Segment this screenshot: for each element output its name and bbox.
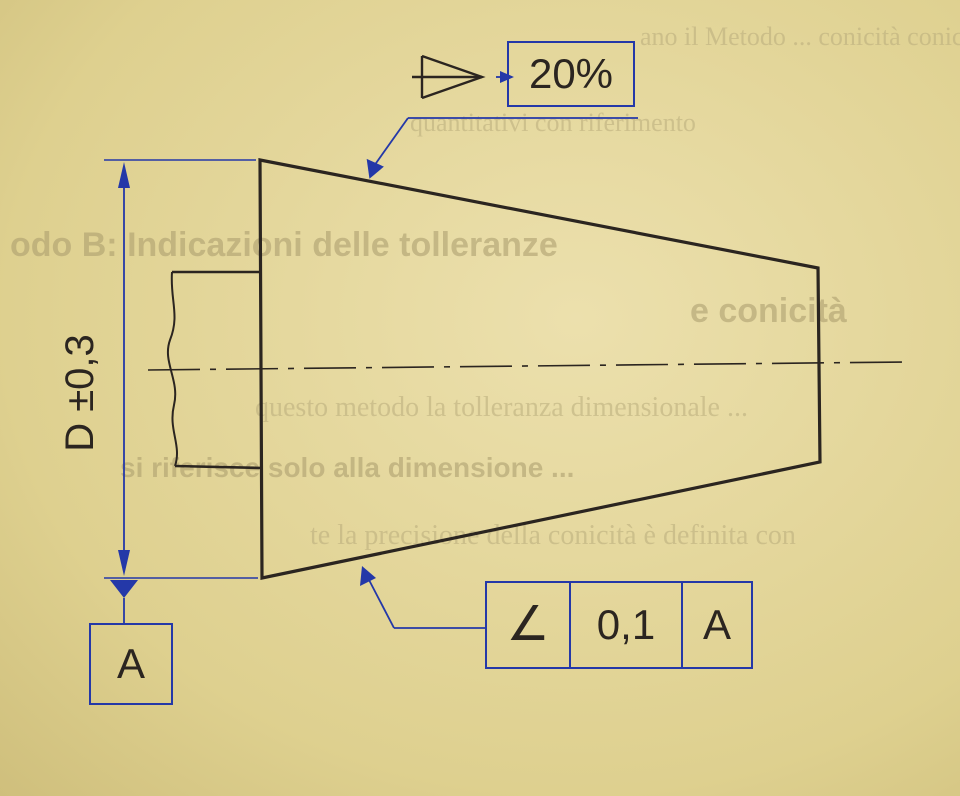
bg-heading: e conicità [690,292,847,330]
conicity-triangle-icon [412,54,486,100]
tolerance-datum-reference: A [702,601,731,648]
conicity-value: 20% [528,50,614,97]
conicity-leader [366,71,638,179]
extension-lines [104,159,258,579]
bg-heading: odo B: Indicazioni delle tolleranze [10,226,558,264]
diameter-dimension-line [118,162,130,576]
bg-text-line: ano il Metodo ... conicità conico e [640,22,960,51]
tolerance-leader [360,566,486,629]
tolerance-value: 0,1 [596,601,656,648]
conicity-value-box [507,41,635,107]
bg-text-line: te la precisione della conicità è defini… [310,520,796,551]
center-line [147,361,906,371]
tapered-part-outline [258,158,822,580]
datum-feature-symbol [89,580,173,705]
angularity-symbol: ∠ [506,598,550,651]
diameter-dimension-text: D ±0,3 [58,334,102,452]
shaft-stub [166,270,263,470]
datum-letter: A [116,640,145,687]
feature-control-frame [485,581,753,669]
bg-text-line: quantitativi con riferimento [410,108,696,137]
bg-text-line: questo metodo la tolleranza dimensionale… [255,392,748,423]
